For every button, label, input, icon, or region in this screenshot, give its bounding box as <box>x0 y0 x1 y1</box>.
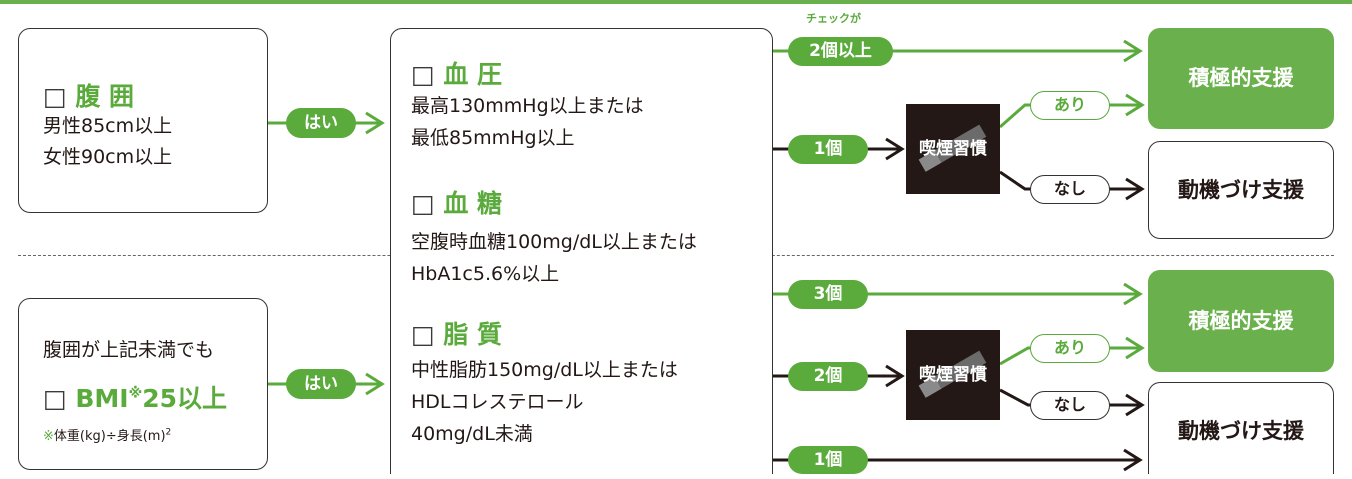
sugar-title-text: 血 糖 <box>443 189 503 218</box>
smoke-no-bottom: なし <box>1030 391 1110 420</box>
waist-title: □ 腹 囲 <box>43 77 134 113</box>
count-pill-top-1: 1個 <box>788 135 868 164</box>
checkbox-icon: □ <box>43 384 67 413</box>
smoking-box-bottom: 喫煙習慣 <box>906 330 1000 420</box>
bp-line2: 最低85mmHg以上 <box>411 127 575 149</box>
checkbox-icon: □ <box>43 82 67 111</box>
sugar-title: □ 血 糖 <box>411 184 502 220</box>
smoke-yes-bottom: あり <box>1030 334 1110 363</box>
check-caption: チェックが <box>806 12 861 25</box>
waist-title-text: 腹 囲 <box>75 82 135 111</box>
risk-factors-box: □ 血 圧 最高130mmHg以上または 最低85mmHg以上 □ 血 糖 空腹… <box>390 28 773 474</box>
lipid-title-text: 脂 質 <box>443 320 503 349</box>
lipid-line2: HDLコレステロール <box>411 391 584 413</box>
sugar-line2: HbA1c5.6%以上 <box>411 263 560 285</box>
sugar-line1: 空腹時血糖100mg/dL以上または <box>411 231 697 253</box>
bmi-asterisk: ※ <box>128 385 143 402</box>
cigarette-icon <box>918 124 987 172</box>
waist-criteria-box: □ 腹 囲 男性85cm以上 女性90cm以上 <box>18 28 268 213</box>
bmi-title: □ BMI※25以上 <box>43 379 227 415</box>
waist-male: 男性85cm以上 <box>43 115 173 137</box>
smoking-box-top: 喫煙習慣 <box>906 104 1000 194</box>
bmi-criteria-box: 腹囲が上記未満でも □ BMI※25以上 ※体重(kg)÷身長(m)2 <box>18 298 268 470</box>
bmi-title-text: BMI <box>75 384 129 413</box>
bmi-note-mark: ※ <box>43 429 54 444</box>
bmi-note-sup: 2 <box>165 427 172 438</box>
bp-title: □ 血 圧 <box>411 55 502 91</box>
lipid-line3: 40mg/dL未満 <box>411 423 533 445</box>
count-pill-bottom-1: 1個 <box>788 446 868 474</box>
lipid-title: □ 脂 質 <box>411 315 502 351</box>
checkbox-icon: □ <box>411 189 435 218</box>
count-pill-top-2plus: 2個以上 <box>788 37 893 66</box>
bmi-note-text: 体重(kg)÷身長(m) <box>53 429 166 444</box>
bp-line1: 最高130mmHg以上または <box>411 95 644 117</box>
smoke-no-top: なし <box>1030 175 1110 204</box>
smoke-yes-top: あり <box>1030 91 1110 120</box>
bmi-threshold: 25以上 <box>142 384 228 413</box>
smoking-label-bottom: 喫煙習慣 <box>919 365 987 385</box>
checkbox-icon: □ <box>411 60 435 89</box>
bp-title-text: 血 圧 <box>443 60 503 89</box>
checkbox-icon: □ <box>411 320 435 349</box>
bmi-intro: 腹囲が上記未満でも <box>43 339 215 361</box>
result-active-bottom: 積極的支援 <box>1148 270 1334 372</box>
result-motivation-bottom: 動機づけ支援 <box>1148 382 1334 474</box>
lipid-line1: 中性脂肪150mg/dL以上または <box>411 359 678 381</box>
cigarette-icon <box>918 350 987 398</box>
yes-pill-bottom: はい <box>286 369 356 399</box>
smoking-label-top: 喫煙習慣 <box>919 139 987 159</box>
top-accent-line <box>0 0 1352 4</box>
count-pill-bottom-3: 3個 <box>788 280 868 309</box>
waist-female: 女性90cm以上 <box>43 146 173 168</box>
bmi-note: ※体重(kg)÷身長(m)2 <box>43 425 171 444</box>
yes-pill-top: はい <box>286 108 356 138</box>
result-motivation-top: 動機づけ支援 <box>1148 141 1334 239</box>
count-pill-bottom-2: 2個 <box>788 362 868 391</box>
result-active-top: 積極的支援 <box>1148 28 1334 129</box>
